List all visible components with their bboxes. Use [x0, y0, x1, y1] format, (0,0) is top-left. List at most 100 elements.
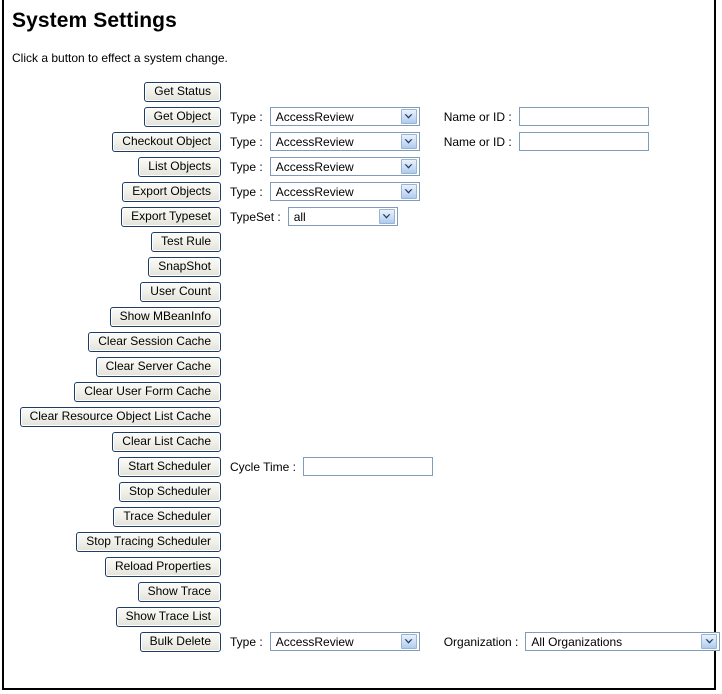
row-stop-scheduler: Stop Scheduler — [4, 479, 714, 504]
export-objects-type-select[interactable]: AccessReview — [269, 182, 420, 201]
show-trace-button[interactable]: Show Trace — [137, 581, 221, 602]
get-object-name-or-id-input[interactable] — [518, 107, 649, 126]
row-show-trace-list: Show Trace List — [4, 604, 714, 629]
name-or-id-label: Name or ID : — [443, 109, 512, 124]
name-or-id-label: Name or ID : — [443, 134, 512, 149]
stop-tracing-scheduler-button[interactable]: Stop Tracing Scheduler — [76, 531, 221, 552]
button-column: Show Trace List — [4, 606, 221, 627]
row-stop-tracing-scheduler: Stop Tracing Scheduler — [4, 529, 714, 554]
bulk-delete-type-value: AccessReview — [275, 634, 354, 649]
button-column: Show Trace — [4, 581, 221, 602]
chevron-down-icon[interactable] — [400, 634, 417, 649]
show-mbeaninfo-button[interactable]: Show MBeanInfo — [109, 306, 221, 327]
row-clear-session-cache: Clear Session Cache — [4, 329, 714, 354]
clear-server-cache-button[interactable]: Clear Server Cache — [95, 356, 221, 377]
checkout-object-type-value: AccessReview — [275, 134, 354, 149]
button-column: Bulk Delete — [4, 631, 221, 652]
page-title: System Settings — [12, 9, 177, 32]
button-column: Clear List Cache — [4, 431, 221, 452]
chevron-down-icon[interactable] — [400, 159, 417, 174]
bulk-delete-button[interactable]: Bulk Delete — [139, 631, 221, 652]
row-user-count: User Count — [4, 279, 714, 304]
snapshot-button[interactable]: SnapShot — [148, 256, 221, 277]
row-checkout-object: Checkout Object Type : AccessReview Name… — [4, 129, 714, 154]
row-trace-scheduler: Trace Scheduler — [4, 504, 714, 529]
row-show-mbeaninfo: Show MBeanInfo — [4, 304, 714, 329]
checkout-object-name-or-id-input[interactable] — [518, 132, 649, 151]
list-objects-type-value: AccessReview — [275, 159, 354, 174]
row-clear-resource-object-list-cache: Clear Resource Object List Cache — [4, 404, 714, 429]
test-rule-button[interactable]: Test Rule — [150, 231, 221, 252]
trace-scheduler-button[interactable]: Trace Scheduler — [113, 506, 221, 527]
type-label: Type : — [230, 109, 263, 124]
typeset-label: TypeSet : — [230, 209, 281, 224]
chevron-down-icon[interactable] — [400, 109, 417, 124]
intro-text: Click a button to effect a system change… — [12, 51, 228, 65]
start-scheduler-button[interactable]: Start Scheduler — [118, 456, 221, 477]
row-list-objects: List Objects Type : AccessReview — [4, 154, 714, 179]
row-snapshot: SnapShot — [4, 254, 714, 279]
clear-session-cache-button[interactable]: Clear Session Cache — [88, 331, 221, 352]
row-clear-server-cache: Clear Server Cache — [4, 354, 714, 379]
clear-user-form-cache-button[interactable]: Clear User Form Cache — [74, 381, 221, 402]
user-count-button[interactable]: User Count — [140, 281, 221, 302]
row-get-object: Get Object Type : AccessReview Name or I… — [4, 104, 714, 129]
button-column: Stop Scheduler — [4, 481, 221, 502]
checkout-object-type-select[interactable]: AccessReview — [269, 132, 420, 151]
stop-scheduler-button[interactable]: Stop Scheduler — [118, 481, 221, 502]
button-column: SnapShot — [4, 256, 221, 277]
row-show-trace: Show Trace — [4, 579, 714, 604]
export-typeset-select[interactable]: all — [287, 207, 398, 226]
row-test-rule: Test Rule — [4, 229, 714, 254]
bulk-delete-organization-value: All Organizations — [531, 634, 623, 649]
reload-properties-button[interactable]: Reload Properties — [104, 556, 221, 577]
row-start-scheduler: Start Scheduler Cycle Time : — [4, 454, 714, 479]
button-column: Checkout Object — [4, 131, 221, 152]
button-column: Clear Resource Object List Cache — [4, 406, 221, 427]
button-column: Clear User Form Cache — [4, 381, 221, 402]
button-column: User Count — [4, 281, 221, 302]
settings-action-rows: Get Status Get Object Type : AccessRevie… — [4, 79, 721, 654]
button-column: List Objects — [4, 156, 221, 177]
button-column: Get Status — [4, 81, 221, 102]
type-label: Type : — [230, 159, 263, 174]
bulk-delete-type-select[interactable]: AccessReview — [269, 632, 420, 651]
export-typeset-value: all — [293, 209, 306, 224]
get-object-type-value: AccessReview — [275, 109, 354, 124]
show-trace-list-button[interactable]: Show Trace List — [115, 606, 221, 627]
chevron-down-icon[interactable] — [400, 134, 417, 149]
row-clear-user-form-cache: Clear User Form Cache — [4, 379, 714, 404]
button-column: Show MBeanInfo — [4, 306, 221, 327]
type-label: Type : — [230, 134, 263, 149]
button-column: Test Rule — [4, 231, 221, 252]
row-clear-list-cache: Clear List Cache — [4, 429, 714, 454]
button-column: Get Object — [4, 106, 221, 127]
button-column: Export Objects — [4, 181, 221, 202]
button-column: Clear Session Cache — [4, 331, 221, 352]
bulk-delete-organization-select[interactable]: All Organizations — [525, 632, 721, 651]
export-objects-button[interactable]: Export Objects — [122, 181, 221, 202]
get-object-type-select[interactable]: AccessReview — [269, 107, 420, 126]
list-objects-button[interactable]: List Objects — [138, 156, 221, 177]
button-column: Stop Tracing Scheduler — [4, 531, 221, 552]
row-export-typeset: Export Typeset TypeSet : all — [4, 204, 714, 229]
button-column: Clear Server Cache — [4, 356, 221, 377]
clear-list-cache-button[interactable]: Clear List Cache — [112, 431, 221, 452]
row-get-status: Get Status — [4, 79, 714, 104]
button-column: Reload Properties — [4, 556, 221, 577]
export-objects-type-value: AccessReview — [275, 184, 354, 199]
export-typeset-button[interactable]: Export Typeset — [121, 206, 221, 227]
type-label: Type : — [230, 634, 263, 649]
chevron-down-icon[interactable] — [378, 209, 395, 224]
chevron-down-icon[interactable] — [400, 184, 417, 199]
clear-resource-object-list-cache-button[interactable]: Clear Resource Object List Cache — [19, 406, 221, 427]
list-objects-type-select[interactable]: AccessReview — [269, 157, 420, 176]
get-status-button[interactable]: Get Status — [144, 81, 221, 102]
checkout-object-button[interactable]: Checkout Object — [112, 131, 221, 152]
organization-label: Organization : — [443, 634, 519, 649]
cycle-time-input[interactable] — [303, 457, 434, 476]
chevron-down-icon[interactable] — [701, 634, 718, 649]
cycle-time-label: Cycle Time : — [230, 459, 297, 474]
get-object-button[interactable]: Get Object — [143, 106, 221, 127]
button-column: Export Typeset — [4, 206, 221, 227]
